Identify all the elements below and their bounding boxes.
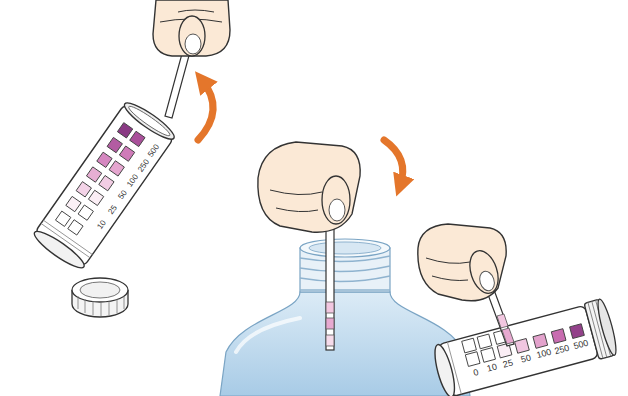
color-chart-part <box>78 205 93 220</box>
test-strip-part <box>326 302 334 313</box>
test-strip-part <box>326 335 334 346</box>
color-chart-part <box>551 329 566 344</box>
tube-cap-part-part <box>78 296 79 309</box>
scale-value: 100 <box>126 173 140 189</box>
test-tube-part <box>438 305 599 396</box>
water-bottle-part <box>309 242 381 254</box>
hand-part <box>465 247 503 297</box>
color-chart-part <box>533 334 548 349</box>
color-chart-part <box>109 161 124 176</box>
scale-value: 10 <box>96 219 108 231</box>
hand <box>153 0 230 56</box>
test-tube-part <box>41 223 90 257</box>
test-strip <box>165 50 190 118</box>
test-tube-part <box>447 342 461 394</box>
scale-value: 25 <box>107 204 119 216</box>
tube-cap-part-part <box>109 301 110 315</box>
color-chart-part <box>515 339 530 354</box>
hand-part <box>185 34 201 54</box>
tube-cap-part-part <box>117 299 118 313</box>
color-chart-part <box>119 146 134 161</box>
color-chart-part <box>107 137 122 152</box>
water-bottle-part <box>236 318 300 352</box>
test-tube <box>31 98 178 272</box>
test-tube-part <box>595 298 620 357</box>
scale-value: 0 <box>473 368 480 378</box>
water-bottle-part <box>300 239 390 257</box>
hand-part <box>418 224 506 301</box>
water-bottle-part-part <box>300 289 390 290</box>
water-bottle-part-part <box>300 276 390 282</box>
color-chart-part <box>462 338 477 353</box>
tube-cap-part <box>80 282 120 298</box>
color-chart-part <box>130 131 145 146</box>
scale-value: 500 <box>147 143 161 159</box>
tube-cap-part <box>72 278 128 302</box>
color-chart-part <box>97 152 112 167</box>
color-chart-part <box>99 175 114 190</box>
tube-cap-part-part <box>101 302 102 316</box>
color-chart-part <box>86 167 101 182</box>
test-tube-part <box>43 220 92 254</box>
motion-arrow <box>198 80 213 140</box>
test-tube-part <box>31 227 88 273</box>
hand-part <box>258 142 360 232</box>
color-chart <box>462 310 585 366</box>
scale-value: 100 <box>535 348 552 361</box>
scale-value: 25 <box>502 358 514 369</box>
color-chart-part <box>66 196 81 211</box>
test-strip-part <box>502 328 514 344</box>
water-bottle-part-part <box>300 266 390 272</box>
tube-cap-part-part <box>93 301 94 315</box>
hand-part <box>276 208 318 212</box>
hand-part <box>270 190 322 195</box>
tube-cap-part-part <box>124 296 125 309</box>
color-chart-part <box>477 334 492 349</box>
color-chart-part <box>55 211 70 226</box>
hand-part <box>477 269 496 292</box>
test-tube <box>430 298 619 396</box>
color-chart-part <box>88 190 103 205</box>
color-chart <box>55 123 145 235</box>
color-chart-part <box>68 220 83 235</box>
test-strip-part <box>326 318 334 329</box>
scale-value: 50 <box>520 354 532 365</box>
motion-arrow-part <box>198 80 213 140</box>
color-chart-part <box>465 352 480 367</box>
tube-cap <box>72 278 128 317</box>
test-strip-part <box>165 50 190 118</box>
color-chart-part <box>76 182 91 197</box>
hand-part <box>322 176 350 224</box>
test-strip-part <box>497 314 508 328</box>
hand <box>258 142 360 232</box>
hand-part <box>426 258 470 263</box>
hand <box>418 224 506 301</box>
hand-part <box>153 0 230 56</box>
color-chart-part <box>570 324 585 339</box>
water-bottle-part <box>300 256 390 290</box>
color-chart-part <box>117 123 132 138</box>
color-chart-part <box>481 348 496 363</box>
test-tube-part <box>127 103 173 138</box>
hand-part <box>178 10 214 12</box>
hand-part <box>179 16 205 56</box>
scale-value: 500 <box>572 338 589 351</box>
hand-part <box>329 199 345 221</box>
hand-part <box>432 276 468 281</box>
water-bottle-part <box>220 292 470 396</box>
scale-value: 50 <box>117 189 129 201</box>
test-tube-part <box>121 98 178 144</box>
motion-arrow-part <box>384 140 403 186</box>
scale-value: 250 <box>554 343 571 356</box>
tube-cap-part <box>78 296 124 316</box>
scale-value: 250 <box>136 158 150 174</box>
motion-arrow <box>384 140 403 186</box>
scale-value: 10 <box>486 363 498 374</box>
tube-cap-part-part <box>85 299 86 313</box>
